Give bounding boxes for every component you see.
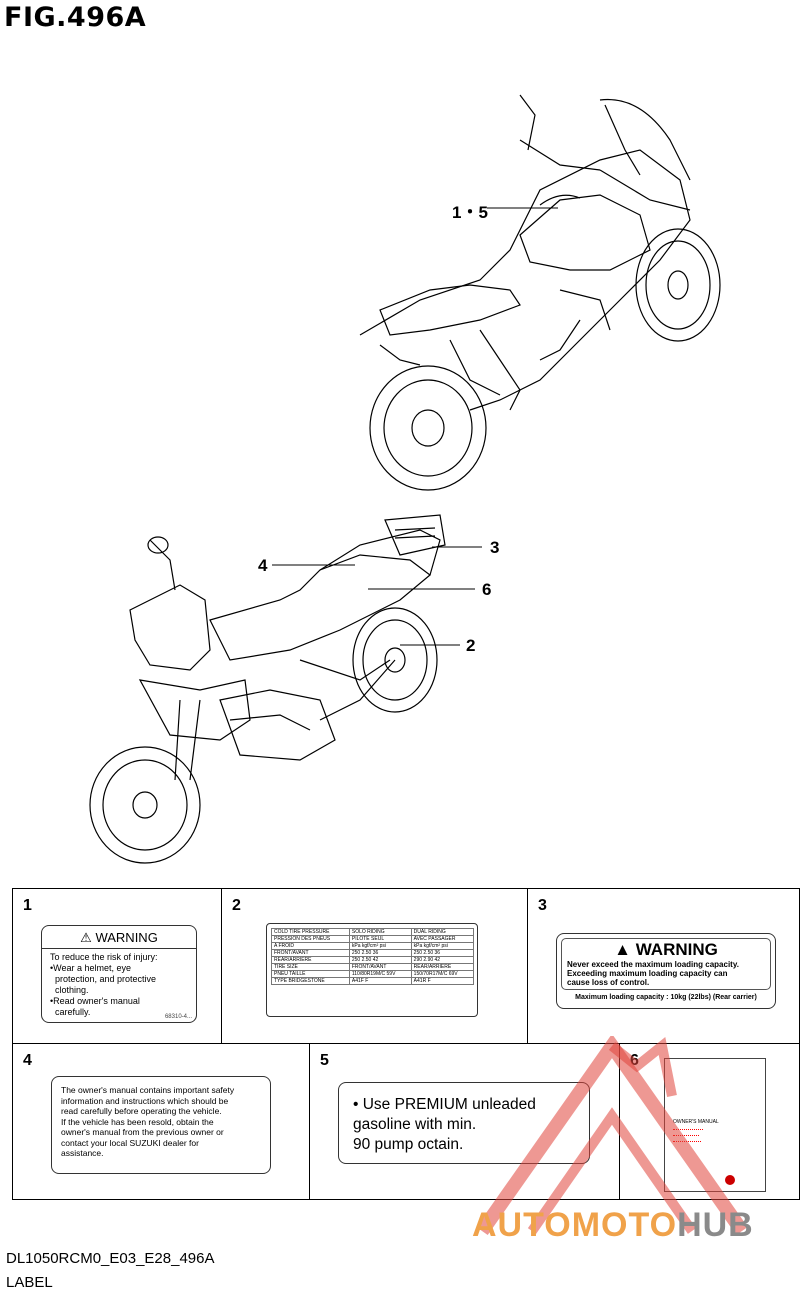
loading-capacity: Maximum loading capacity : 10kg (22lbs) … — [575, 994, 757, 1001]
callout-6: 6 — [482, 580, 492, 599]
owners-manual-notice-text: The owner's manual contains important sa… — [61, 1085, 235, 1158]
watermark-logo-mark — [476, 1036, 748, 1236]
motorcycle-illustrations — [89, 94, 721, 864]
part-cell-1: 1 ⚠ WARNING To reduce the risk of injury… — [12, 888, 222, 1044]
suzuki-logo-icon — [725, 1175, 735, 1185]
motorcycle-side-view — [89, 514, 446, 864]
part-cell-4: 4 The owner's manual contains important … — [12, 1043, 310, 1200]
part-number: 2 — [232, 897, 241, 914]
label-parts-grid: 1 ⚠ WARNING To reduce the risk of injury… — [12, 888, 800, 1200]
part-cell-3: 3 ▲ WARNING Never exceed the maximum loa… — [527, 888, 800, 1044]
warning-heading: WARNING — [635, 940, 718, 959]
model-code: DL1050RCM0_E03_E28_496A — [6, 1250, 215, 1267]
part-number: 5 — [320, 1052, 329, 1069]
warning-heading: WARNING — [95, 930, 158, 945]
callout-1-5: 1・5 — [452, 203, 488, 222]
warning-triangle-icon: ⚠ — [80, 930, 92, 945]
motorcycle-top-view — [359, 94, 721, 491]
leader-lines-side — [272, 546, 482, 646]
part-number: 4 — [23, 1052, 32, 1069]
label-code: 68310-4... — [164, 1014, 192, 1020]
figure-title: FIG.496A — [4, 2, 147, 33]
warning-triangle-icon: ▲ — [614, 940, 631, 959]
warning-text-1: To reduce the risk of injury:•Wear a hel… — [50, 952, 158, 1017]
category-label: LABEL — [6, 1274, 53, 1291]
warning-label-3: ▲ WARNING Never exceed the maximum loadi… — [556, 933, 776, 1009]
owners-manual-notice-label: The owner's manual contains important sa… — [51, 1076, 271, 1174]
callout-3: 3 — [490, 538, 500, 557]
watermark-wordmark: AUTOMOTOHUB — [472, 1206, 754, 1244]
callout-2: 2 — [466, 636, 476, 655]
callout-4: 4 — [258, 556, 268, 575]
warning-text-3: Never exceed the maximum loading capacit… — [567, 960, 739, 987]
warning-label-1: ⚠ WARNING To reduce the risk of injury:•… — [41, 925, 197, 1023]
part-number: 1 — [23, 897, 32, 914]
part-number: 3 — [538, 897, 547, 914]
